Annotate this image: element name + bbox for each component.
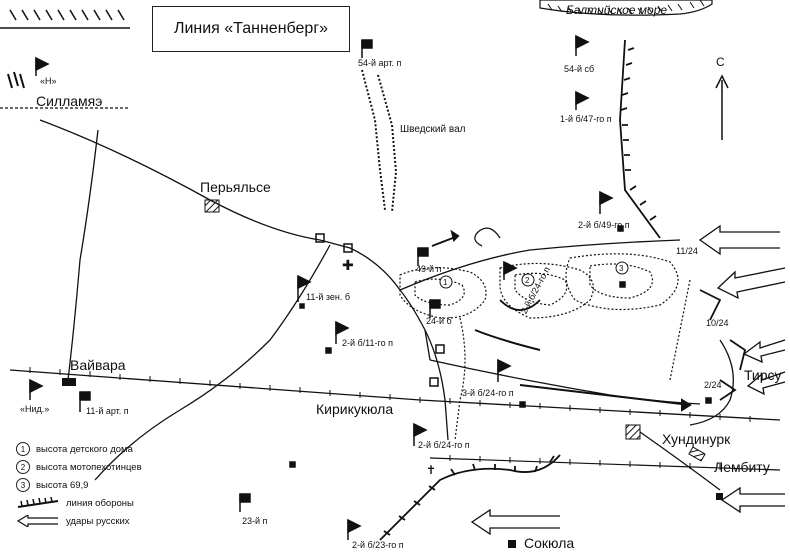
unit-2-24-p: 2-й б/24-го п — [519, 265, 552, 315]
town-markers: ✚ ✝ — [62, 199, 723, 548]
unit-2-24: 2/24 — [704, 380, 722, 390]
label-kirikukula: Кирикукюла — [316, 401, 393, 417]
flag-1-47 — [575, 90, 590, 110]
flag-54-art — [361, 39, 373, 58]
flag-23 — [239, 493, 251, 512]
legend: 1 высота детского дома 2 высота мотопехо… — [16, 440, 216, 530]
svg-text:✚: ✚ — [342, 258, 354, 274]
label-baltic: Балтийское море — [566, 3, 667, 17]
legend-h1: высота детского дома — [36, 443, 133, 455]
legend-defense: линия обороны — [66, 497, 134, 509]
flag-2-23 — [347, 518, 362, 540]
flag-2-11 — [335, 320, 350, 344]
legend-num-2: 2 — [16, 460, 30, 474]
unit-54-sb: 54-й сб — [564, 64, 594, 74]
map-title: Линия «Танненберг» — [173, 20, 329, 37]
flag-2-24-p — [503, 260, 518, 280]
hill-circles — [439, 261, 629, 289]
unit-3-24: 3-й б/24-го п — [462, 388, 514, 398]
legend-row-attacks: удары русских — [16, 512, 216, 530]
flag-2-24-b — [413, 422, 428, 446]
legend-h2: высота мотопехотинцев — [36, 461, 142, 473]
north-arrow — [715, 74, 729, 140]
label-tirsu: Тирсу — [744, 367, 782, 383]
label-sokula: Сокюла — [524, 535, 574, 551]
unit-54-art: 54-й арт. п — [358, 58, 401, 68]
unit-23: 23-й п — [242, 516, 268, 526]
label-hundinurk: Хундинурк — [662, 431, 731, 447]
unit-24-b: 24-й б — [426, 316, 452, 326]
attack-arrow-icon — [16, 515, 58, 527]
unit-2-49: 2-й б/49-го п — [578, 220, 630, 230]
unit-2-23: 2-й б/23-го п — [352, 540, 404, 550]
unit-2-24-b: 2-й б/24-го п — [418, 440, 470, 450]
sillamae-marker — [0, 71, 130, 109]
unit-49: 49-й п — [416, 264, 442, 274]
legend-row-hill-1: 1 высота детского дома — [16, 440, 216, 458]
hill-num-3: 3 — [619, 264, 624, 273]
coastline-west — [0, 9, 130, 29]
flag-3-24 — [497, 358, 512, 382]
flag-54-sb — [575, 34, 590, 56]
unit-2-11: 2-й б/11-го п — [342, 338, 393, 348]
attack-arrows — [470, 224, 786, 536]
unit-10-24: 10/24 — [706, 318, 729, 328]
flag-24-b — [429, 299, 441, 318]
coastline-east — [539, 0, 713, 16]
legend-num-3: 3 — [16, 478, 30, 492]
legend-h3: высота 69,9 — [36, 479, 89, 491]
label-perjalse: Перьяльсе — [200, 179, 271, 195]
unit-11-art: 11-й арт. п — [86, 406, 129, 416]
legend-attacks: удары русских — [66, 515, 130, 527]
flag-h — [35, 56, 50, 76]
unit-11-24: 11/24 — [676, 246, 698, 256]
flag-11-art — [79, 391, 91, 412]
defense-line-icon — [17, 497, 59, 508]
railway — [9, 367, 781, 471]
unit-nid: «Нид.» — [20, 404, 49, 414]
label-swedish-wall: Шведский вал — [400, 124, 466, 135]
legend-num-1: 1 — [16, 442, 30, 456]
unit-h: «Н» — [40, 76, 57, 86]
german-arrows — [431, 229, 692, 412]
map-title-box: Линия «Танненберг» — [152, 6, 350, 52]
unit-1-47: 1-й б/47-го п — [560, 114, 612, 124]
unit-flags — [29, 34, 712, 540]
svg-text:✝: ✝ — [426, 463, 436, 477]
flag-nid — [29, 378, 44, 400]
flag-2-49 — [599, 190, 614, 214]
label-lembitu: Лембиту — [714, 459, 770, 475]
defense-lines — [379, 39, 747, 541]
flag-49 — [417, 247, 429, 266]
flag-11-zen — [297, 274, 312, 302]
north-label: С — [716, 55, 725, 69]
hill-num-1: 1 — [443, 278, 448, 287]
swedish-wall — [361, 69, 398, 213]
label-sillamae: Силламяэ — [36, 93, 102, 109]
unit-11-zen: 11-й зен. б — [306, 292, 350, 302]
label-vaivara: Вайвара — [70, 357, 126, 373]
legend-row-defense: линия обороны — [16, 494, 216, 512]
legend-row-hill-3: 3 высота 69,9 — [16, 476, 216, 494]
legend-row-hill-2: 2 высота мотопехотинцев — [16, 458, 216, 476]
hill-num-2: 2 — [525, 276, 530, 285]
